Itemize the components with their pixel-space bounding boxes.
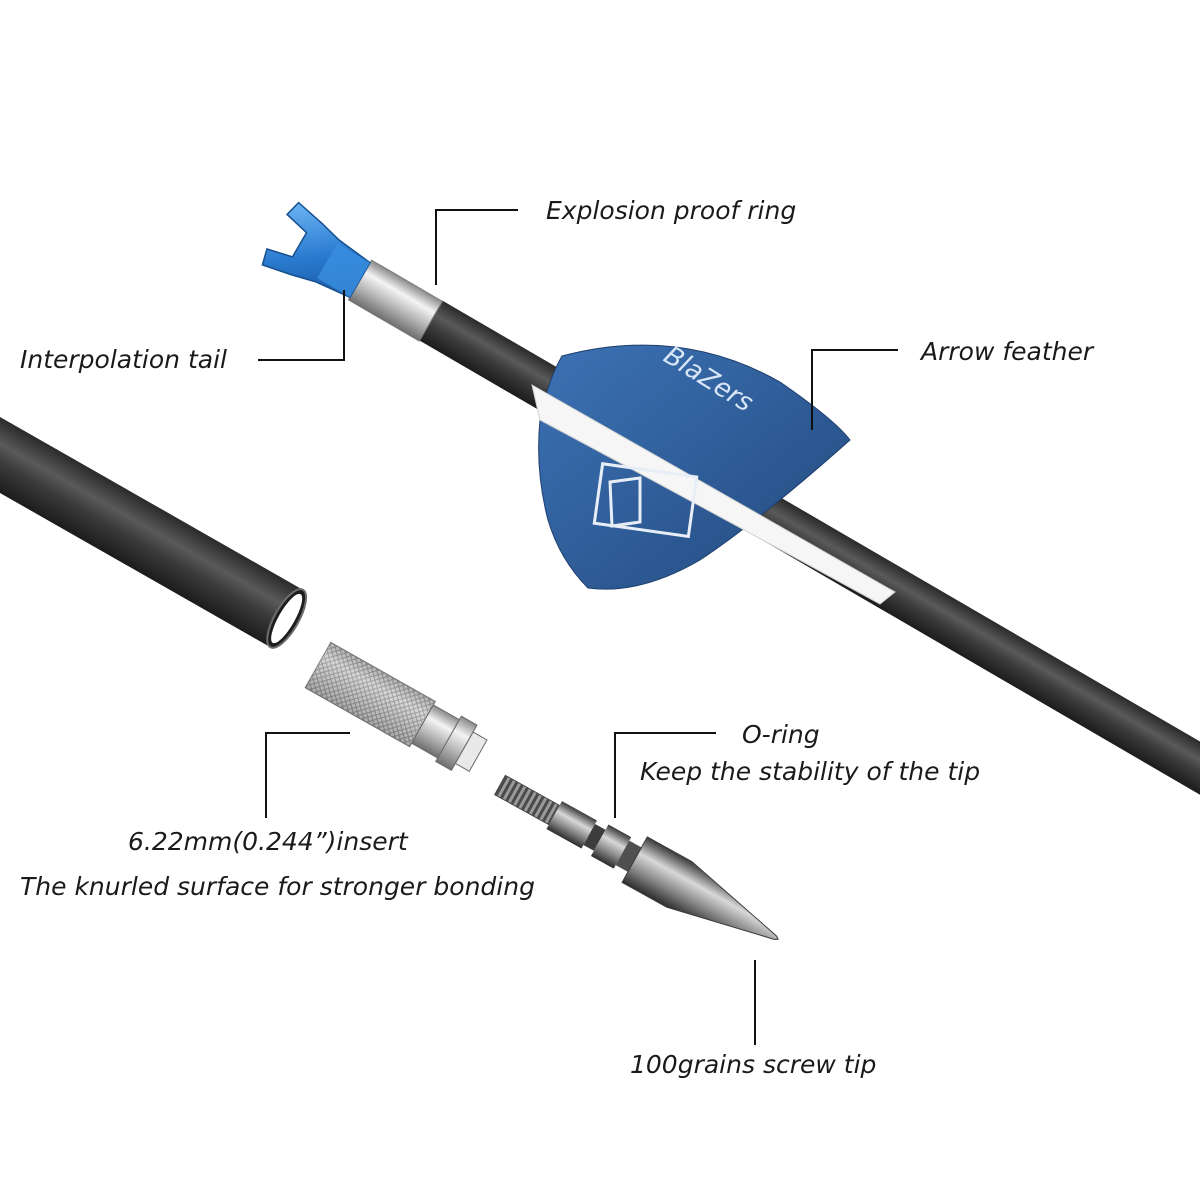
insert <box>304 641 488 772</box>
leader-arrow-feather <box>811 349 898 430</box>
label-o-ring: O-ring <box>742 720 820 749</box>
label-arrow-feather: Arrow feather <box>921 337 1094 366</box>
nock <box>261 201 372 299</box>
label-explosion-proof-ring: Explosion proof ring <box>546 196 797 225</box>
screw-tip <box>493 774 779 940</box>
arrow-shaft-cut <box>0 401 308 649</box>
label-insert-description: The knurled surface for stronger bonding <box>20 872 535 901</box>
label-o-ring-description: Keep the stability of the tip <box>640 757 981 786</box>
label-insert: 6.22mm(0.244”)insert <box>128 827 408 856</box>
leader-explosion-ring <box>435 209 518 285</box>
label-interpolation-tail: Interpolation tail <box>20 345 227 374</box>
vane-logo-icon <box>592 462 699 539</box>
leader-o-ring <box>614 732 716 818</box>
leader-insert <box>265 732 350 818</box>
arrow-feather: BlaZers <box>531 340 896 605</box>
label-screw-tip: 100grains screw tip <box>630 1050 877 1079</box>
leader-lines <box>258 209 898 1045</box>
leader-interpolation-tail <box>258 290 345 361</box>
